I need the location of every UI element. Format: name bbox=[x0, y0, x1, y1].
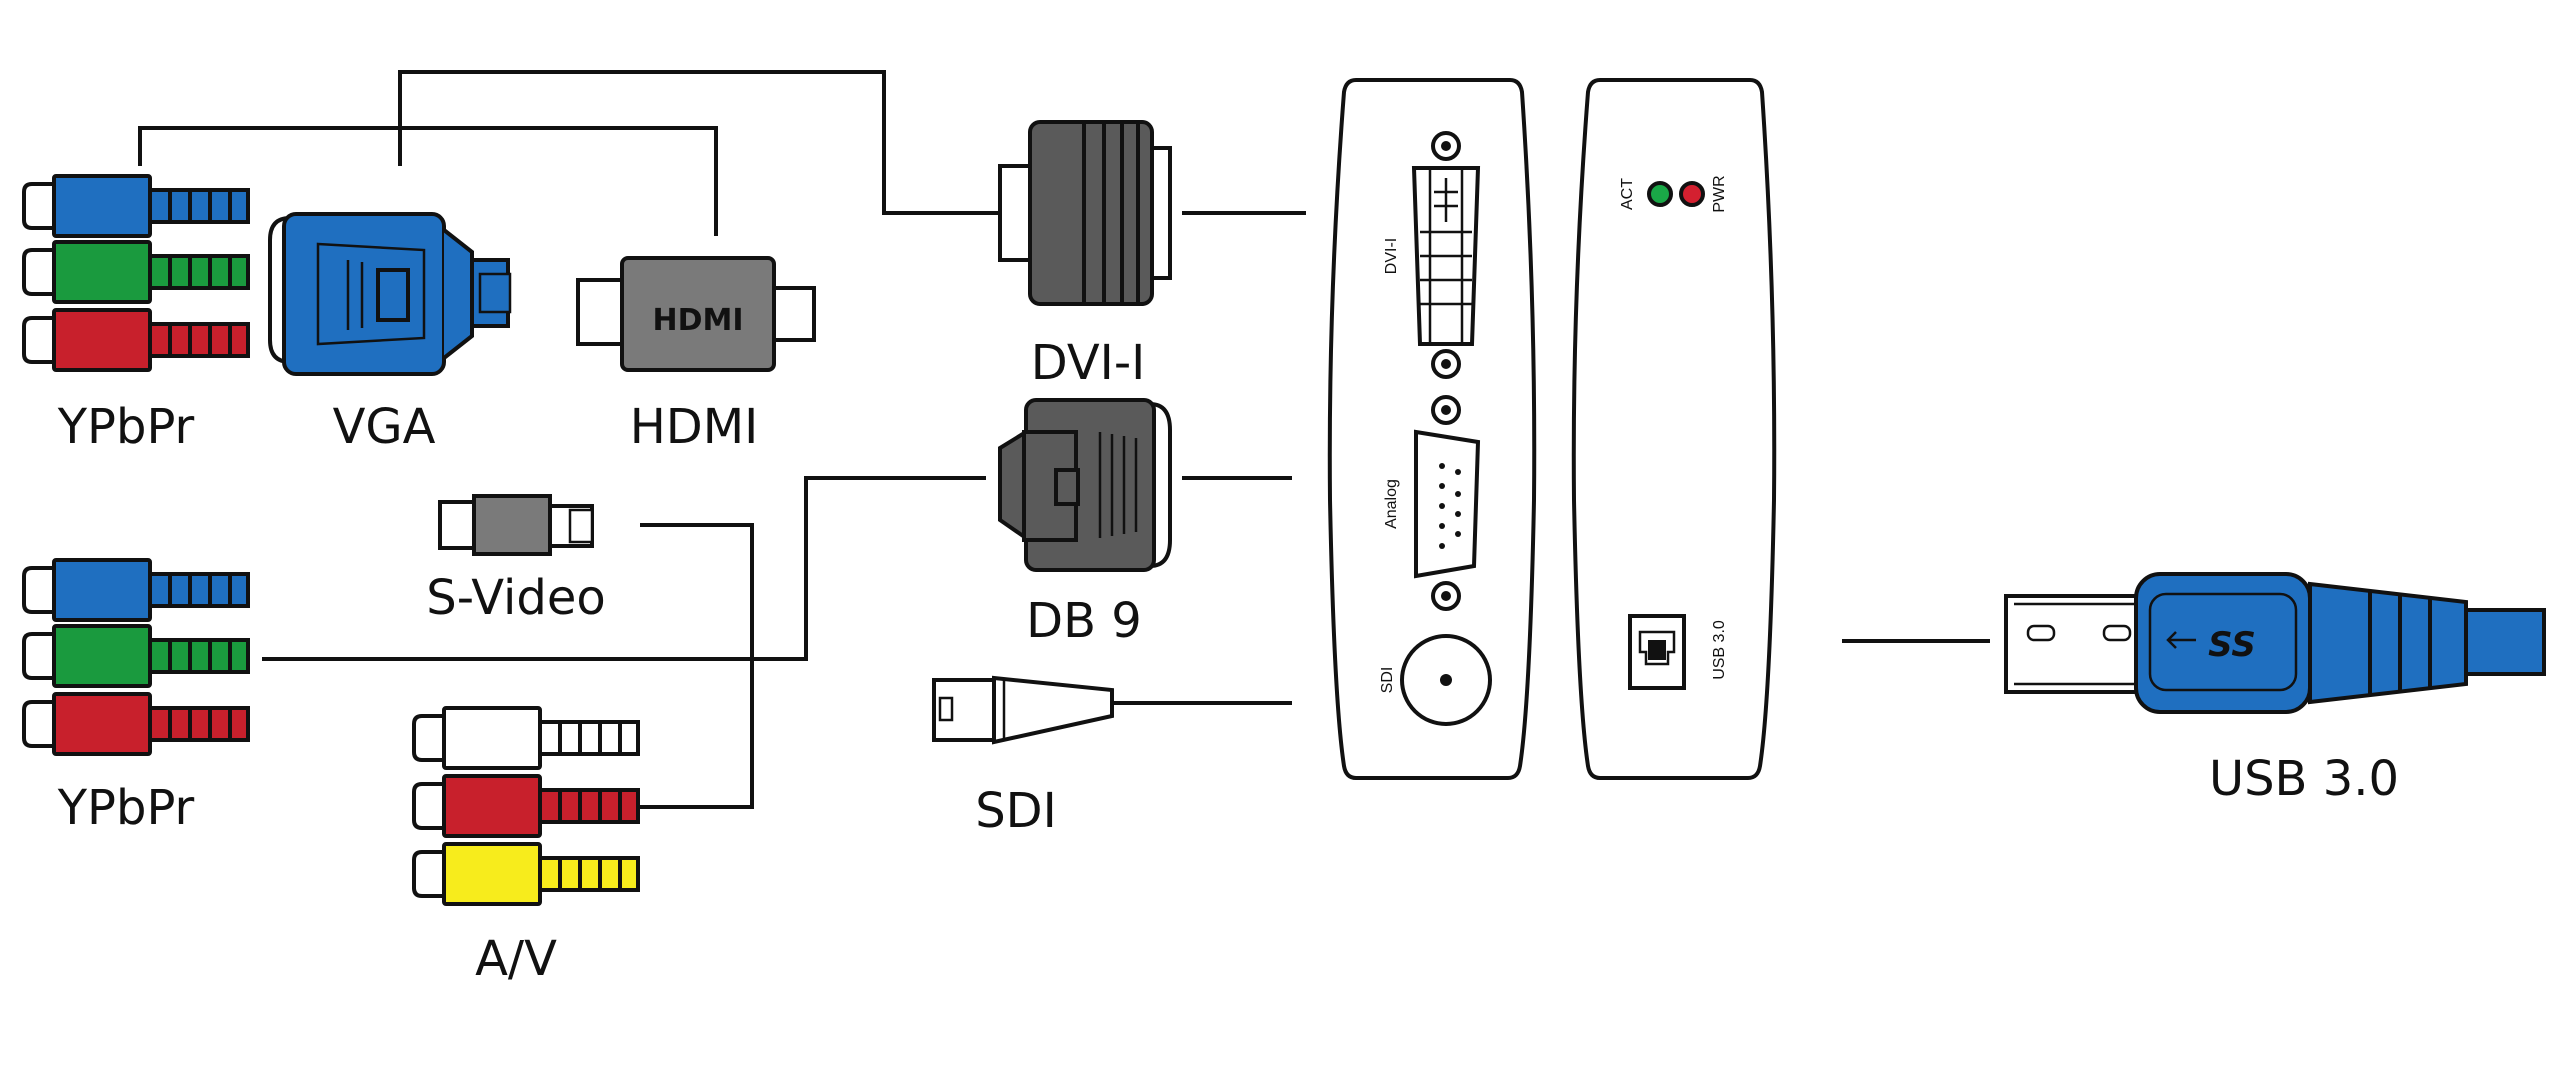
ypbpr-top-connector bbox=[22, 174, 250, 372]
rca-plug-green bbox=[22, 624, 250, 688]
usb-connector: SS bbox=[2004, 572, 2546, 714]
rca-plug-blue bbox=[22, 558, 250, 622]
rca-plug-red bbox=[412, 774, 640, 838]
dvi-connector bbox=[998, 120, 1172, 306]
device-front-panel: DVI-I Analog SDI bbox=[1327, 78, 1537, 780]
sdi-port: SDI bbox=[1379, 634, 1492, 726]
device-back-panel: ACT PWR USB 3.0 bbox=[1571, 78, 1777, 780]
vga-label: VGA bbox=[333, 399, 436, 455]
svideo-connector bbox=[438, 494, 594, 556]
analog-port-label: Analog bbox=[1383, 479, 1400, 529]
dvi-port: DVI-I bbox=[1383, 131, 1481, 379]
rca-plug-yellow bbox=[412, 842, 640, 906]
act-led-label: ACT bbox=[1619, 178, 1636, 210]
hdmi-connector: HDMI bbox=[576, 256, 816, 372]
pwr-led-label: PWR bbox=[1711, 175, 1728, 212]
ypbpr-top-label: YPbPr bbox=[57, 399, 195, 455]
usb-port-label: USB 3.0 bbox=[1711, 620, 1728, 680]
analog-port: Analog bbox=[1383, 395, 1481, 611]
ypbpr-bottom-label: YPbPr bbox=[57, 780, 195, 836]
dvi-port-label: DVI-I bbox=[1383, 238, 1400, 274]
vga-connector bbox=[268, 212, 512, 376]
wire-svideo bbox=[640, 523, 754, 809]
av-label: A/V bbox=[475, 931, 557, 987]
wires bbox=[138, 70, 1990, 809]
rca-plug-white bbox=[412, 706, 640, 770]
rca-plug-red bbox=[22, 308, 250, 372]
hdmi-label: HDMI bbox=[630, 399, 759, 455]
rca-plug-green bbox=[22, 240, 250, 304]
rca-plug-blue bbox=[22, 174, 250, 238]
sdi-port-label: SDI bbox=[1379, 667, 1396, 694]
svideo-label: S-Video bbox=[426, 570, 605, 626]
sdi-label: SDI bbox=[975, 783, 1057, 839]
wire-ypbpr-bottom bbox=[262, 476, 986, 661]
db9-label: DB 9 bbox=[1026, 593, 1142, 649]
hdmi-logo: HDMI bbox=[652, 303, 743, 338]
usb-logo: SS bbox=[2208, 625, 2256, 665]
wire-ypbpr-top bbox=[138, 126, 718, 236]
rca-plug-red bbox=[22, 692, 250, 756]
usb-port: USB 3.0 bbox=[1628, 614, 1728, 690]
wire-vga bbox=[398, 70, 1000, 215]
ypbpr-bottom-connector bbox=[22, 558, 250, 756]
dvi-label: DVI-I bbox=[1031, 335, 1146, 391]
av-connector bbox=[412, 706, 640, 906]
sdi-connector bbox=[932, 675, 1114, 745]
act-led: ACT bbox=[1619, 178, 1673, 210]
usb-label: USB 3.0 bbox=[2209, 751, 2399, 807]
db9-connector bbox=[998, 398, 1172, 572]
pwr-led: PWR bbox=[1679, 175, 1728, 213]
